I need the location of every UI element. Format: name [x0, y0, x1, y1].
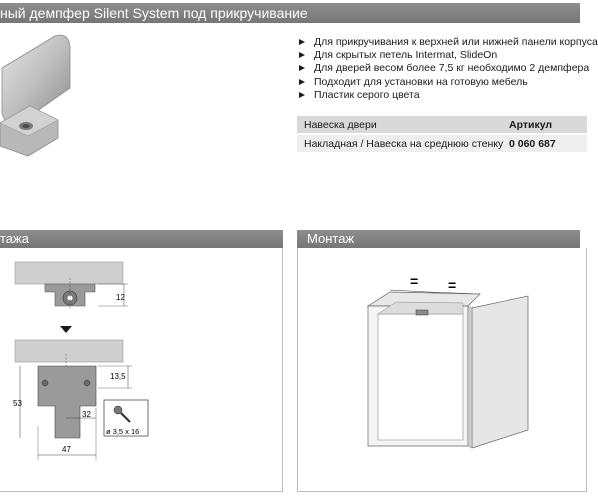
dim-label: 13,5	[110, 372, 126, 381]
table-header-cell: Навеска двери	[304, 118, 377, 131]
screw-icon	[113, 405, 131, 423]
product-title: ный демпфер Silent System под прикручива…	[0, 5, 308, 21]
side-panel	[14, 339, 124, 363]
table-cell: Накладная / Навеска на среднюю стенку	[304, 137, 504, 150]
dim-label: 53	[13, 399, 22, 408]
dim-label: 32	[82, 410, 91, 419]
top-panel	[14, 261, 124, 285]
feature-item: Для скрытых петель Intermat, SlideOn	[296, 49, 598, 62]
table-header-cell: Артикул	[509, 118, 553, 131]
section-title: тажа	[0, 231, 29, 246]
dim-label: 47	[62, 445, 71, 454]
table-cell: 0 060 687	[509, 137, 556, 150]
article-table: Навеска двери Артикул Накладная / Навеск…	[297, 116, 587, 152]
dimension-drawing: 12 13,5 53 32 47 ø 3,5 x 16	[13, 261, 149, 460]
damper-mounted	[415, 309, 429, 316]
table-header: Навеска двери Артикул	[297, 116, 587, 133]
feature-item: Для дверей весом более 7,5 кг необходимо…	[296, 62, 598, 75]
feature-item: Для прикручивания к верхней или нижней п…	[296, 36, 598, 49]
product-title-bar: ный демпфер Silent System под прикручива…	[0, 3, 580, 23]
feature-item: Пластик серого цвета	[296, 89, 598, 102]
equal-mark: =	[448, 277, 456, 293]
mounting-header: Монтаж	[297, 230, 580, 248]
arrow-down-icon	[60, 326, 72, 333]
feature-item: Подходит для установки на готовую мебель	[296, 76, 598, 89]
product-image	[0, 34, 71, 157]
feature-list: Для прикручивания к верхней или нижней п…	[296, 36, 598, 102]
table-row: Накладная / Навеска на среднюю стенку 0 …	[297, 135, 587, 152]
dimensions-panel	[0, 248, 283, 492]
equal-mark: =	[410, 273, 418, 289]
damper-front-view	[37, 365, 97, 439]
section-title: Монтаж	[307, 231, 355, 246]
dim-label: 12	[116, 293, 125, 302]
cabinet-door	[471, 295, 529, 449]
mounting-panel	[297, 248, 587, 492]
screw-label: ø 3,5 x 16	[106, 427, 139, 436]
mounting-drawing: = =	[366, 273, 529, 449]
mounting-dimensions-header: тажа	[0, 230, 283, 248]
